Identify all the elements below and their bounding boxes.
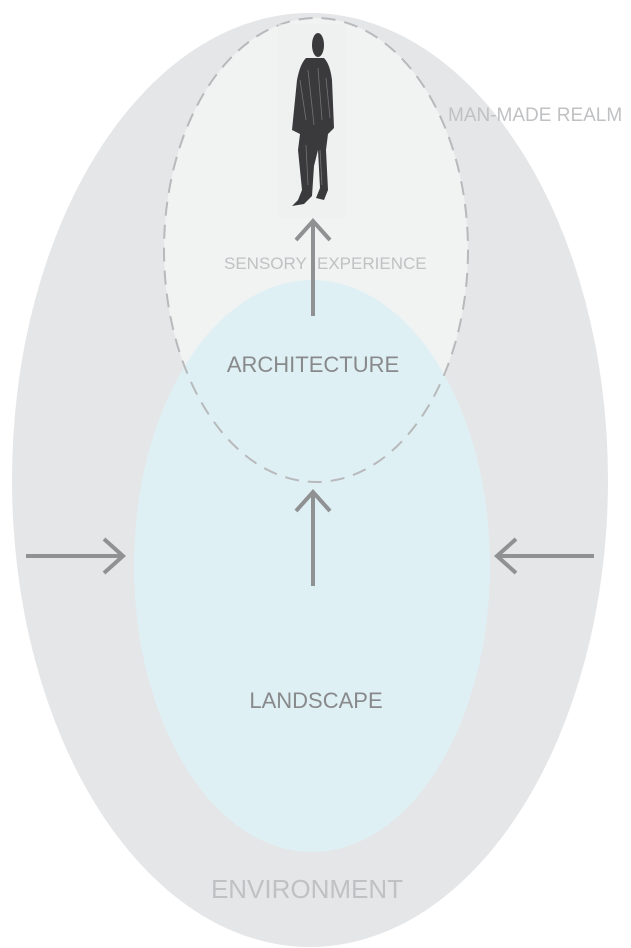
man-made-realm-outline <box>163 17 469 483</box>
sensory-label: SENSORY <box>224 254 307 273</box>
person-figure-icon <box>278 24 346 218</box>
arrows <box>26 218 594 586</box>
arrow-right-icon <box>26 537 126 575</box>
landscape-label: LANDSCAPE <box>249 688 382 713</box>
arrow-up-icon <box>294 218 332 316</box>
architecture-label: ARCHITECTURE <box>227 352 399 377</box>
man-made-realm-label: MAN-MADE REALM <box>448 105 622 126</box>
experience-label: EXPERIENCE <box>317 254 427 273</box>
arrow-left-icon <box>494 537 594 575</box>
environment-label: ENVIRONMENT <box>211 874 403 904</box>
arrow-up-icon <box>294 489 332 586</box>
